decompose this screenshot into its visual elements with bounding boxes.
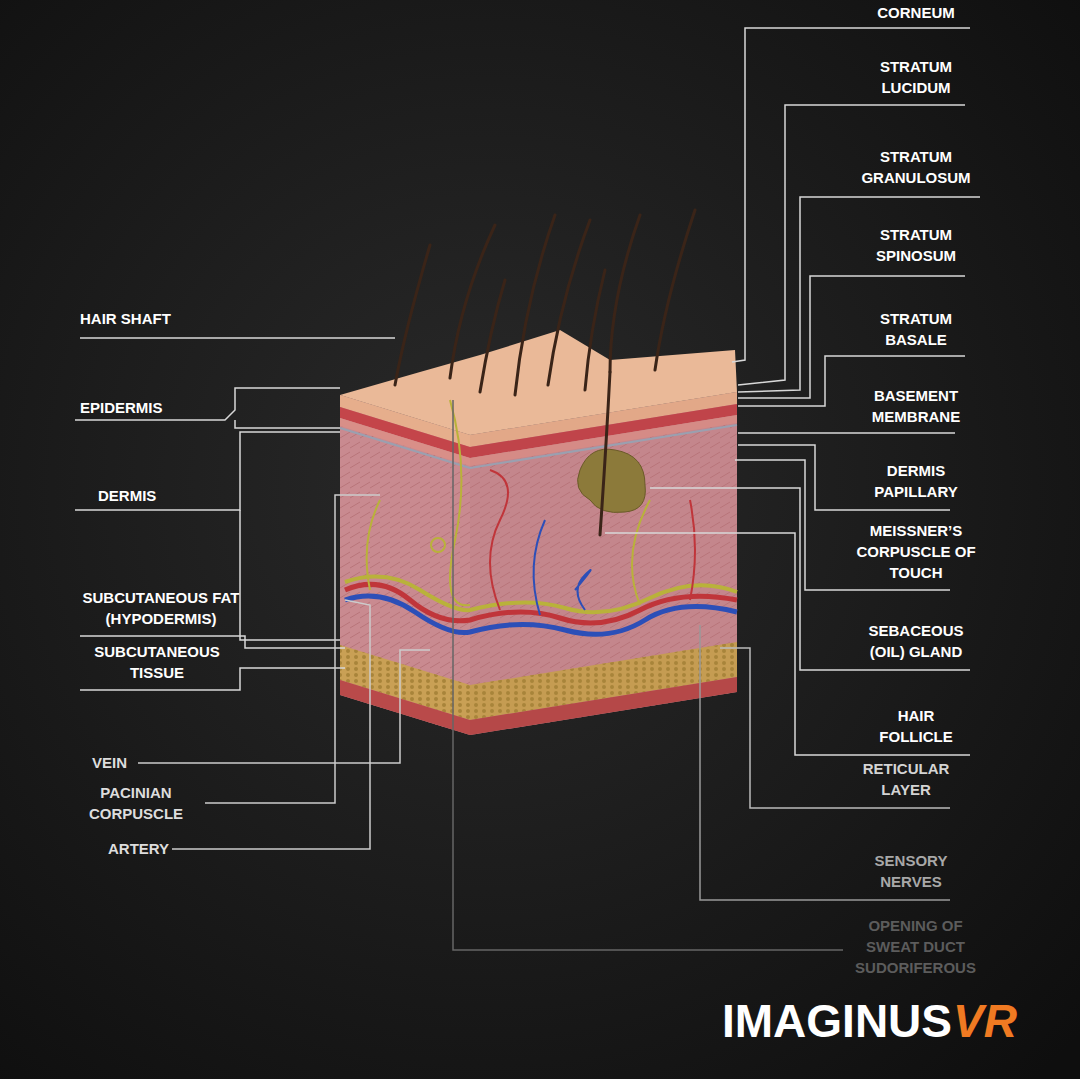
structure-label: HAIR FOLLICLE xyxy=(866,705,966,747)
layer-label: STRATUM GRANULOSUM xyxy=(836,146,996,188)
layer-label: DERMIS PAPILLARY xyxy=(851,460,981,502)
layer-label: EPIDERMIS xyxy=(80,397,240,418)
layer-label: STRATUM SPINOSUM xyxy=(851,224,981,266)
structure-label: SENSORY NERVES xyxy=(856,850,966,892)
layer-label: STRATUM BASALE xyxy=(851,308,981,350)
layer-label: RETICULAR LAYER xyxy=(851,758,961,800)
layer-label: CORNEUM xyxy=(851,2,981,23)
structure-label: PACINIAN CORPUSCLE xyxy=(70,782,202,824)
layer-label: STRATUM LUCIDUM xyxy=(851,56,981,98)
layer-label: BASEMENT MEMBRANE xyxy=(851,385,981,427)
watermark: VR xyxy=(953,996,1017,1046)
structure-label: ARTERY xyxy=(108,838,170,859)
structure-label: MEISSNER’S CORPUSCLE OF TOUCH xyxy=(856,520,976,583)
layer-label: DERMIS xyxy=(98,485,238,506)
structure-label: OPENING OF SWEAT DUCT SUDORIFEROUS xyxy=(848,915,983,978)
watermark: IMAGINUS xyxy=(722,996,952,1046)
leader-lines xyxy=(75,28,980,950)
structure-label: VEIN xyxy=(92,752,137,773)
structure-label: HAIR SHAFT xyxy=(80,308,280,329)
layer-label: SUBCUTANEOUS TISSUE xyxy=(78,641,236,683)
layer-label: SUBCUTANEOUS FAT (HYPODERMIS) xyxy=(72,587,250,629)
structure-label: SEBACEOUS (OIL) GLAND xyxy=(851,620,981,662)
